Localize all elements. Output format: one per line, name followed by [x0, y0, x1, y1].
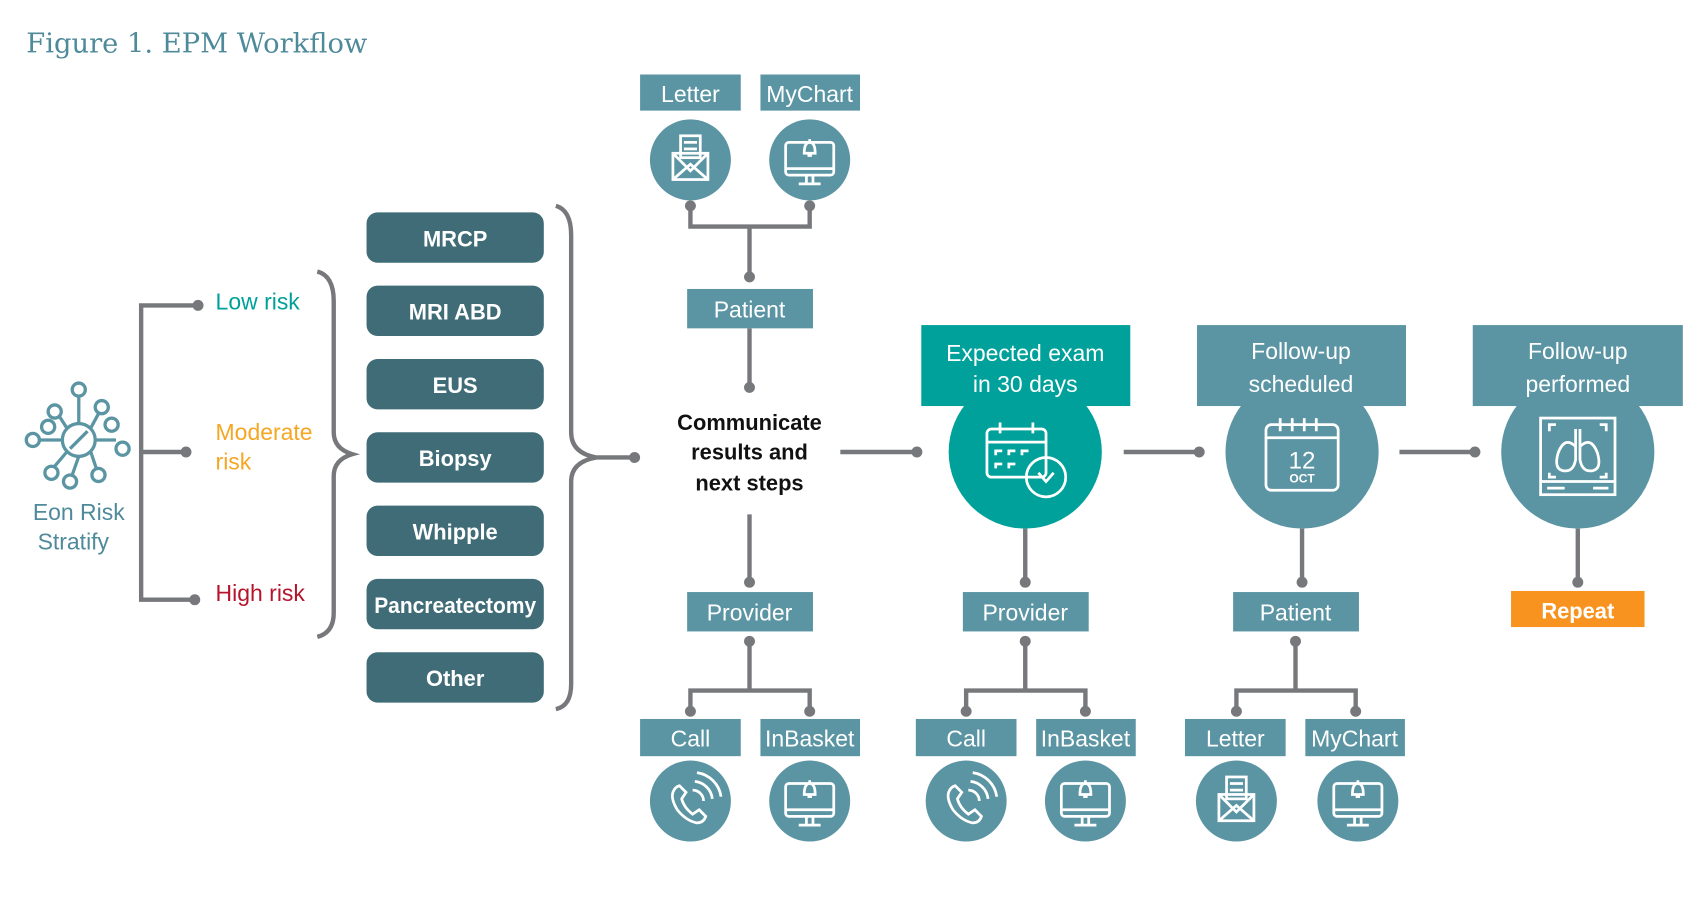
svg-text:OCT: OCT [1289, 472, 1315, 486]
top-letter-label: Letter [661, 81, 720, 107]
procedure-other: Other [426, 666, 485, 691]
procedure-eus: EUS [433, 373, 478, 398]
repeat-badge [1511, 590, 1645, 628]
inbasket-label: InBasket [765, 725, 855, 751]
low-risk-label: Low risk [216, 289, 301, 315]
step2-patient-label: Patient [1260, 600, 1332, 626]
lung-xray-icon [1539, 416, 1617, 497]
calendar-date-icon: 12 OCT [1264, 418, 1340, 492]
step1-call-label: Call [946, 725, 986, 751]
step1-inbasket-label: InBasket [1041, 725, 1131, 751]
step2-letter-label: Letter [1206, 725, 1265, 751]
procedure-mrcp: MRCP [423, 226, 487, 251]
top-mychart-label: MyChart [766, 81, 853, 107]
repeat-label: Repeat [1541, 598, 1615, 623]
figure-title: Figure 1. EPM Workflow [26, 29, 368, 60]
procedure-list: MRCP MRI ABD EUS Biopsy Whipple Pancreat… [366, 212, 544, 703]
step1-provider-label: Provider [982, 600, 1068, 626]
high-risk-label: High risk [216, 580, 306, 606]
procedure-brace [555, 203, 635, 712]
procedure-whipple: Whipple [413, 520, 498, 545]
network-hub-icon [24, 381, 131, 490]
procedure-pancreatectomy: Pancreatectomy [374, 593, 537, 618]
procedure-biopsy: Biopsy [419, 446, 493, 471]
call-label: Call [671, 725, 711, 751]
provider-label: Provider [707, 600, 793, 626]
top-patient-label: Patient [714, 296, 786, 322]
risk-brace [316, 269, 361, 640]
svg-text:12: 12 [1289, 447, 1316, 474]
procedure-mri-abd: MRI ABD [409, 300, 502, 325]
risk-connector [138, 303, 199, 602]
step2-mychart-label: MyChart [1311, 725, 1398, 751]
calendar-check-icon [985, 422, 1068, 499]
